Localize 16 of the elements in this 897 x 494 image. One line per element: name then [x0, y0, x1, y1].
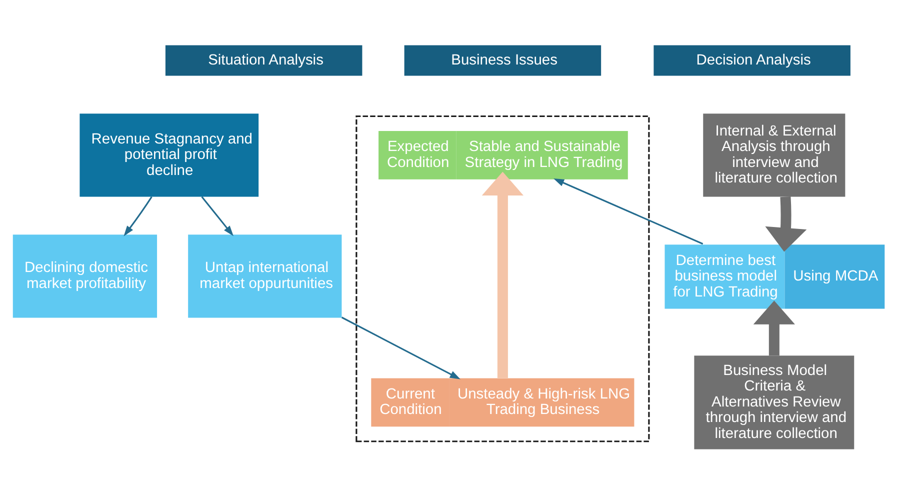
arrow — [765, 196, 807, 252]
arrow — [553, 178, 704, 244]
node-box: Revenue Stagnancy and potential profit decline — [80, 113, 259, 196]
node-box: Declining domestic market profitability — [12, 234, 158, 318]
node-box: Situation Analysis — [165, 44, 362, 76]
cluster — [356, 114, 650, 442]
node-box: Decision Analysis — [654, 44, 850, 76]
arrow — [753, 300, 795, 356]
arrow — [341, 316, 460, 379]
node-box: Business Model Criteria & Alternatives Review through interview and literature collection — [694, 355, 854, 449]
arrow — [124, 196, 152, 236]
node-box: Internal & External Analysis through interview and literature collection — [703, 113, 846, 196]
arrow — [201, 196, 234, 236]
node-box: Business Issues — [404, 44, 602, 76]
arrow — [482, 171, 524, 378]
node-box: Untap international market oppurtunities — [188, 234, 342, 318]
